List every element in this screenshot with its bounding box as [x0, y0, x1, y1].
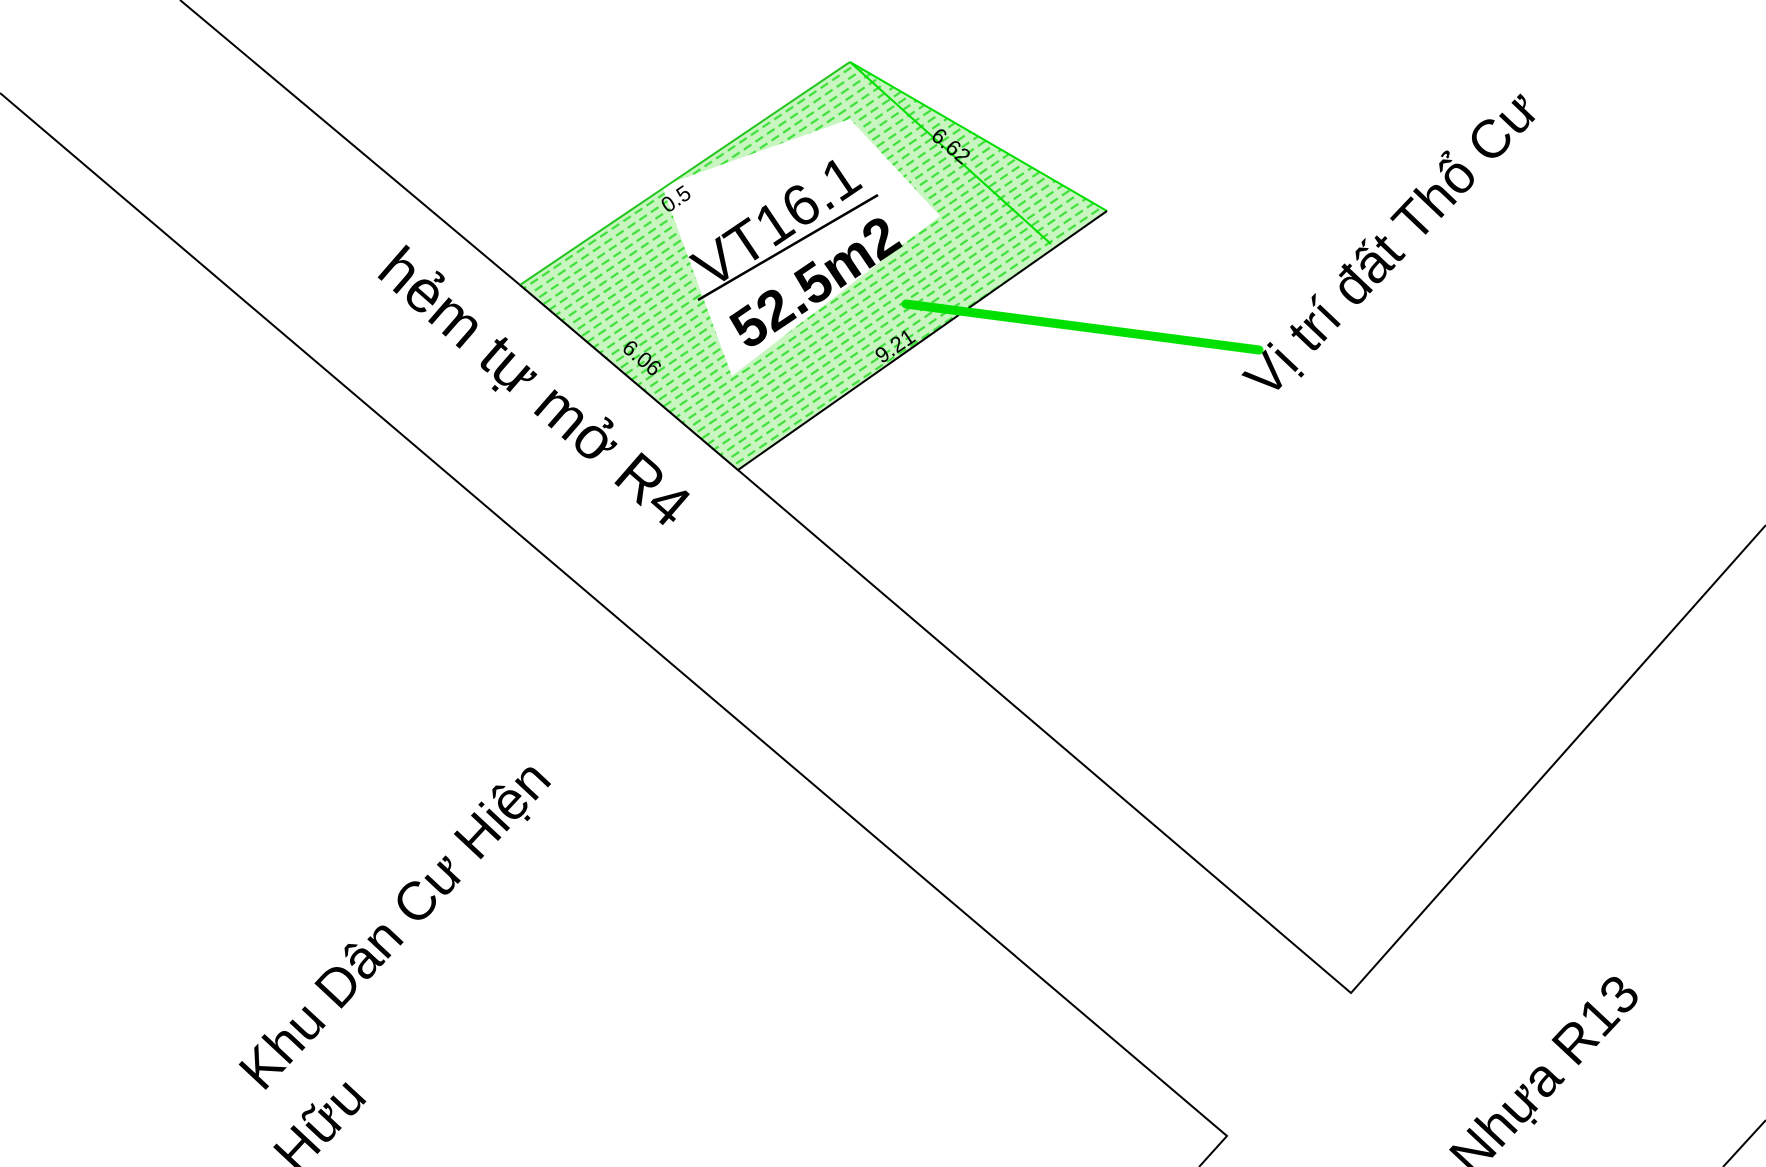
parcel-inner-edge: [849, 61, 1052, 245]
alley-lower-boundary: [0, 92, 1229, 1167]
parcel-vt16-1[interactable]: VT16.1 52.5m2 0.5 6.62 6.06 9.21: [519, 61, 1108, 471]
residential-area-label: Khu Dân Cư Hiện: [228, 749, 563, 1102]
road-r13-label: Nhựa R13: [1438, 963, 1652, 1167]
location-leader-line: [901, 299, 1264, 355]
parcel-edge-top-right: [849, 61, 1108, 212]
location-label: Vị trí đất Thổ Cư: [1233, 79, 1551, 409]
parcel-edge-right: [737, 210, 1108, 471]
parcel-edge-top-left: [519, 61, 851, 286]
road-r13-boundary: [1722, 1119, 1766, 1167]
parcel-label-box: [662, 119, 940, 376]
parcel-edge-left: [519, 284, 739, 471]
fraction-line: [697, 193, 879, 302]
